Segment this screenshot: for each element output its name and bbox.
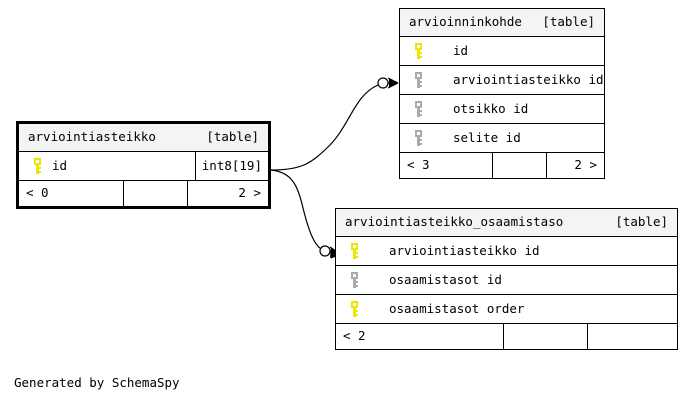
foreign-key-icon [336, 272, 367, 288]
entity-footer: < 0 2 > [19, 181, 268, 206]
column-row[interactable]: osaamistasot_id [336, 266, 677, 295]
entity-header: arviointiasteikko [table] [19, 124, 268, 152]
foreign-key-icon [400, 130, 431, 146]
column-name: otsikko_id [453, 102, 529, 116]
column-name: arviointiasteikko_id [389, 244, 540, 258]
column-name: arviointiasteikko_id [453, 73, 604, 87]
column-row[interactable]: id int8[19] [19, 152, 268, 181]
outgoing-relations-count[interactable]: 2 > [238, 185, 261, 201]
primary-key-icon [400, 43, 431, 59]
relationship-line-arvioinninkohde [270, 77, 399, 171]
column-name: id [52, 159, 68, 173]
footer-middle-cell [492, 153, 547, 178]
column-name: osaamistasot_id [389, 273, 502, 287]
incoming-relations-count[interactable]: < 3 [407, 157, 430, 173]
entity-type-tag: [table] [615, 214, 668, 230]
column-name: id [453, 44, 469, 58]
entity-title: arviointiasteikko [28, 131, 156, 144]
primary-key-icon [336, 301, 367, 317]
entity-arvioinninkohde[interactable]: arvioinninkohde [table] id [399, 8, 605, 179]
cardinality-many-marker [387, 77, 399, 89]
column-row[interactable]: otsikko_id [400, 95, 604, 124]
footer-middle-cell [123, 181, 188, 206]
entity-arviointiasteikko[interactable]: arviointiasteikko [table] id int8[19] < … [16, 121, 271, 209]
entity-header: arvioinninkohde [table] [400, 9, 604, 37]
entity-type-tag: [table] [206, 129, 259, 145]
footer-middle-cell [503, 324, 588, 349]
entity-footer: < 2 [336, 324, 677, 349]
cardinality-zero-marker [377, 77, 389, 89]
primary-key-icon [336, 243, 367, 259]
outgoing-relations-count[interactable] [588, 324, 677, 349]
entity-type-tag: [table] [542, 14, 595, 30]
entity-arviointiasteikko-osaamistaso[interactable]: arviointiasteikko_osaamistaso [table] ar… [335, 208, 678, 350]
outgoing-relations-count[interactable]: 2 > [574, 157, 597, 173]
column-name: osaamistasot_order [389, 302, 525, 316]
incoming-relations-count[interactable]: < 0 [26, 185, 49, 201]
generator-credit: Generated by SchemaSpy [14, 375, 180, 390]
entity-footer: < 3 2 > [400, 153, 604, 178]
column-row[interactable]: selite_id [400, 124, 604, 153]
entity-header: arviointiasteikko_osaamistaso [table] [336, 209, 677, 237]
column-row[interactable]: arviointiasteikko_id [336, 237, 677, 266]
column-row[interactable]: id [400, 37, 604, 66]
foreign-key-icon [400, 72, 431, 88]
entity-title: arvioinninkohde [409, 16, 522, 29]
incoming-relations-count[interactable]: < 2 [343, 328, 366, 344]
column-name: selite_id [453, 131, 521, 145]
foreign-key-icon [400, 101, 431, 117]
primary-key-icon [19, 158, 50, 174]
relationship-line-osaamistaso [270, 169, 341, 259]
column-row[interactable]: arviointiasteikko_id [400, 66, 604, 95]
column-type: int8[19] [194, 152, 268, 180]
entity-title: arviointiasteikko_osaamistaso [345, 216, 564, 229]
cardinality-zero-marker [319, 245, 331, 257]
column-row[interactable]: osaamistasot_order [336, 295, 677, 324]
